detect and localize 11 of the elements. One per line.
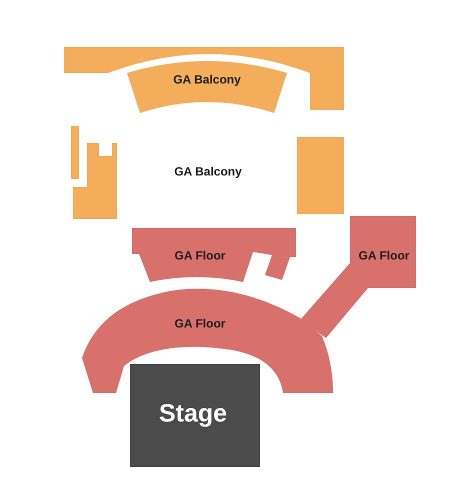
stage-label: Stage — [158, 400, 228, 428]
floor-section — [132, 228, 296, 282]
section-label: GA Floor — [174, 249, 226, 263]
section-label: GA Balcony — [174, 165, 242, 179]
section-label: GA Balcony — [173, 73, 241, 87]
floor-section — [82, 288, 333, 393]
stage-block — [130, 364, 260, 467]
section-label: GA Floor — [358, 249, 410, 263]
section-label: GA Floor — [174, 317, 226, 331]
floor-section — [300, 216, 416, 338]
balcony-section — [64, 47, 344, 219]
